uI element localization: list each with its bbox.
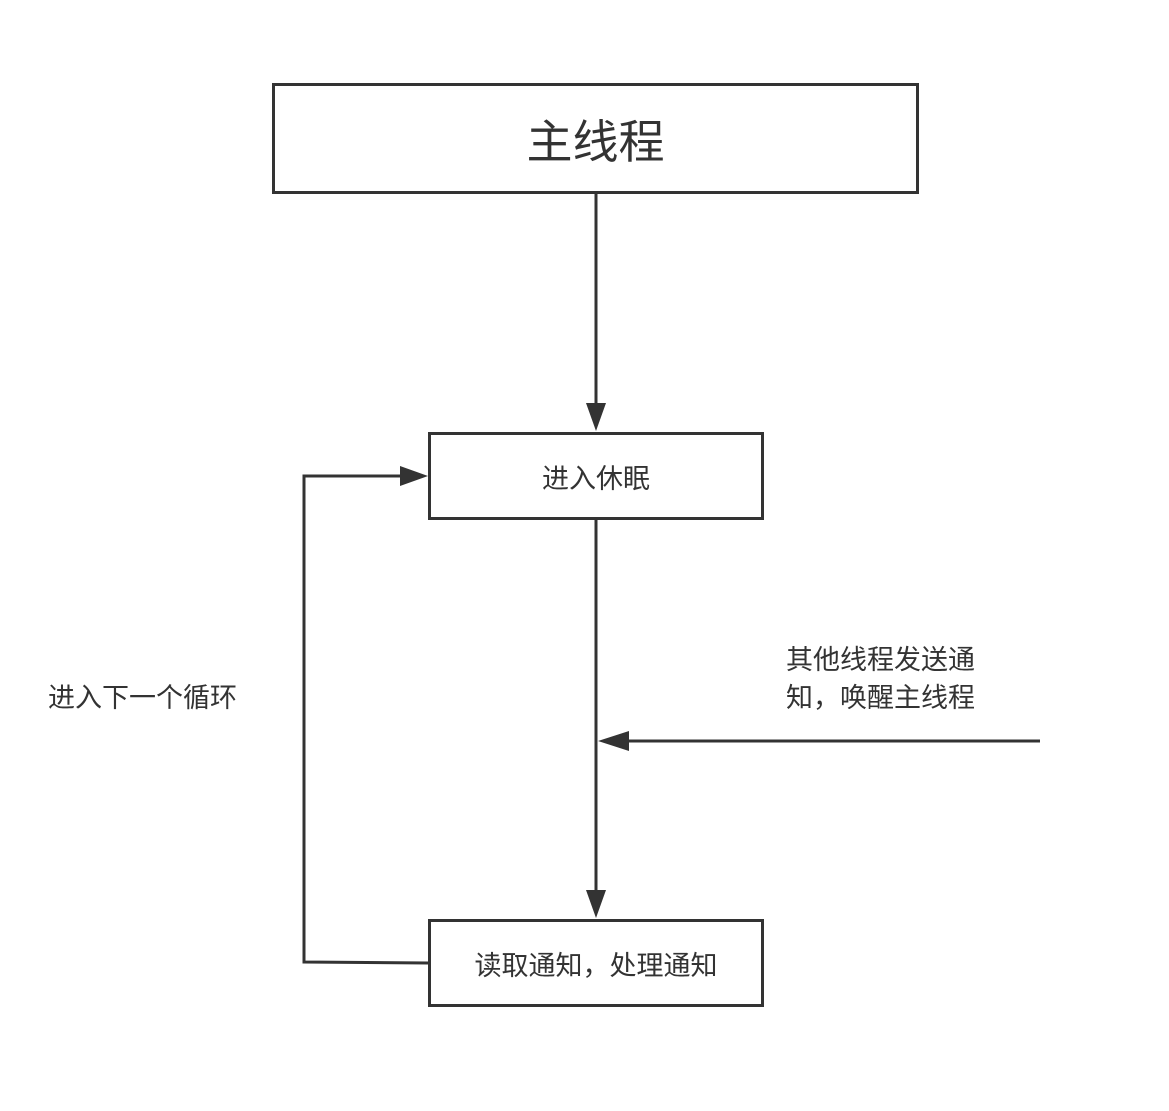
arrow-loop-back: [302, 466, 429, 965]
sleep-node: 进入休眠: [428, 432, 764, 520]
process-notification-node: 读取通知，处理通知: [428, 919, 764, 1007]
notify-wakeup-label: 其他线程发送通 知，唤醒主线程: [786, 642, 975, 718]
arrow-sleep-to-process: [586, 520, 606, 918]
notify-wakeup-label-line2: 知，唤醒主线程: [786, 683, 975, 714]
process-notification-label: 读取通知，处理通知: [474, 950, 718, 982]
next-loop-label: 进入下一个循环: [48, 683, 237, 714]
notify-wakeup-label-line1: 其他线程发送通: [786, 645, 975, 676]
arrow-main-to-sleep: [586, 194, 606, 431]
main-thread-node: 主线程: [272, 83, 919, 194]
arrow-notify-wakeup: [598, 731, 1040, 751]
main-thread-label: 主线程: [526, 114, 665, 169]
sleep-label: 进入休眠: [542, 463, 650, 495]
